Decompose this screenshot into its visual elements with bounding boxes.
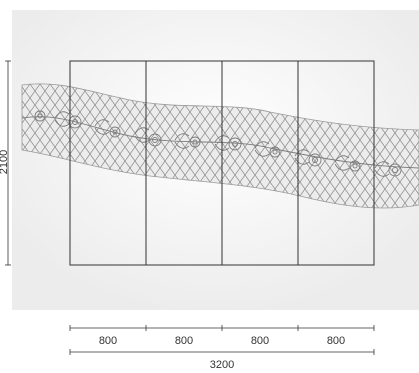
panel-2-width-label: 800: [174, 335, 194, 347]
height-dimension-line: [5, 60, 11, 266]
panel-width-dimension-line: [69, 325, 375, 331]
height-label: 2100: [0, 149, 10, 175]
total-width-label: 3200: [209, 359, 235, 371]
lace-wallpaper-pattern: [21, 83, 419, 209]
panel-4-width-label: 800: [326, 335, 346, 347]
panel-4: [297, 60, 375, 266]
panels: [69, 60, 375, 266]
panel-1-width-label: 800: [98, 335, 118, 347]
panel-3-width-label: 800: [250, 335, 270, 347]
total-width-dimension-line: [69, 349, 375, 355]
